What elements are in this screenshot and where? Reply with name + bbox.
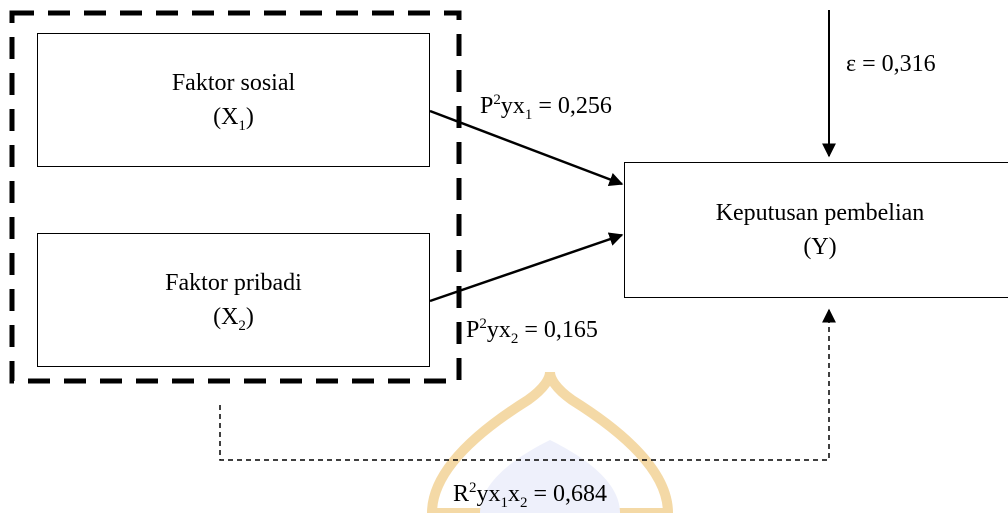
label-p1: P2yx1 = 0,256: [480, 92, 612, 123]
node-y-title: Keputusan pembelian: [715, 200, 925, 226]
path-x2-y: [429, 232, 624, 303]
node-x1-title: Faktor sosial: [171, 70, 296, 96]
node-x1-symbol: (X1): [213, 104, 254, 134]
node-x2-symbol: (X2): [213, 304, 254, 334]
label-p2: P2yx2 = 0,165: [466, 316, 598, 347]
node-x1: Faktor sosial (X1): [37, 33, 430, 167]
simultaneous-path: [219, 308, 836, 461]
group-border: [9, 10, 462, 384]
label-epsilon: ε = 0,316: [846, 51, 936, 77]
label-r2: R2yx1x2 = 0,684: [453, 480, 608, 511]
node-x2: Faktor pribadi (X2): [37, 233, 430, 367]
node-y-symbol: (Y): [803, 234, 837, 260]
node-y: Keputusan pembelian (Y): [624, 162, 1008, 298]
node-x2-title: Faktor pribadi: [165, 270, 302, 296]
path-x1-y: [429, 109, 624, 187]
